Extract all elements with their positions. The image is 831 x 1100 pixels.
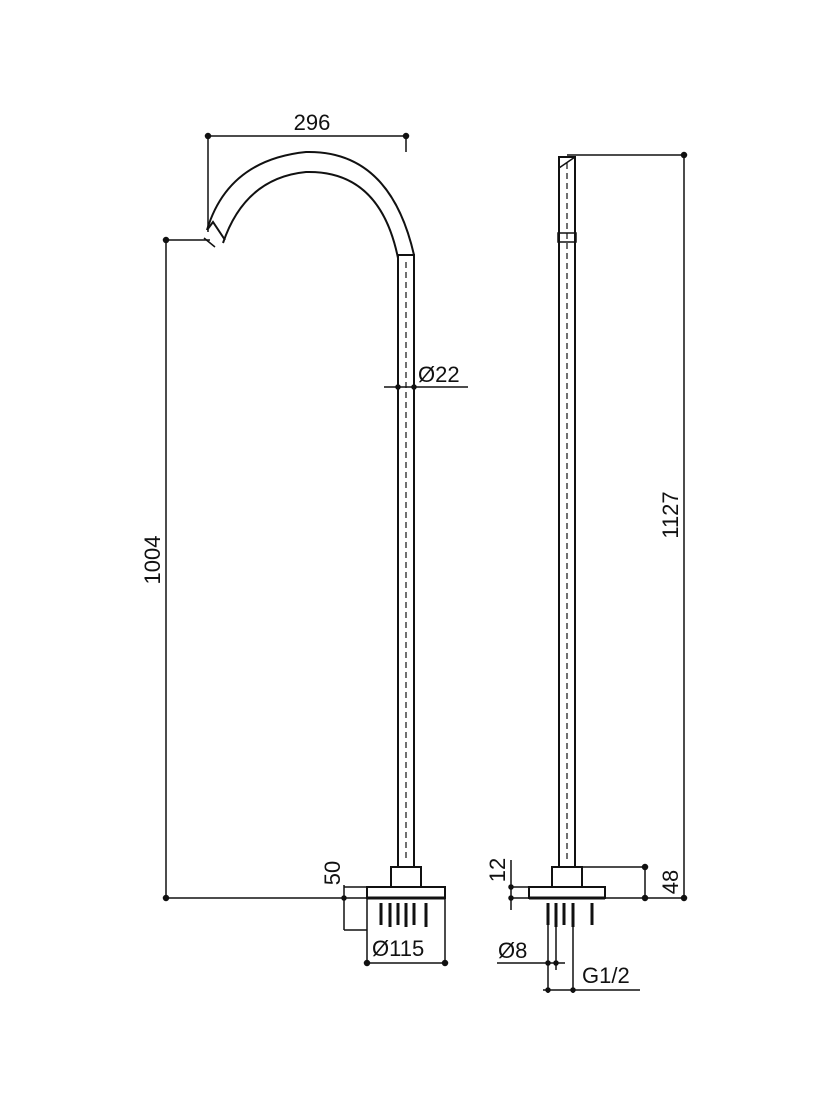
front-view	[162, 132, 468, 967]
label-total-height-1127: 1127	[658, 491, 683, 538]
label-pipe-diameter: Ø22	[418, 362, 460, 387]
dim-50	[341, 885, 391, 931]
base-collar	[390, 866, 422, 888]
dim-1004	[162, 236, 367, 902]
label-height-1004: 1004	[140, 536, 165, 585]
base-bolts	[379, 903, 428, 927]
spout-arc-inner	[222, 170, 399, 259]
label-base-height-48: 48	[658, 870, 683, 894]
base-plate	[366, 886, 446, 899]
dim-g12	[543, 903, 640, 993]
dim-296	[204, 132, 410, 232]
label-pin-diameter: Ø8	[498, 938, 527, 963]
spout-tip	[206, 220, 226, 241]
dim-12	[508, 860, 529, 910]
dim-22-leader	[384, 384, 468, 390]
dim-115	[363, 898, 449, 967]
label-thread: G1/2	[582, 963, 630, 988]
spout-arc-outer	[206, 150, 415, 256]
side-base-plate	[528, 886, 606, 899]
dim-8	[497, 903, 565, 970]
label-base-height-50: 50	[320, 861, 345, 885]
dim-48	[582, 863, 649, 902]
label-base-diameter: Ø115	[372, 936, 424, 961]
side-base-collar	[551, 866, 583, 888]
side-view	[497, 151, 688, 993]
side-base-bolts	[546, 903, 594, 927]
label-flange-12: 12	[485, 858, 510, 882]
label-width-296: 296	[294, 110, 331, 135]
